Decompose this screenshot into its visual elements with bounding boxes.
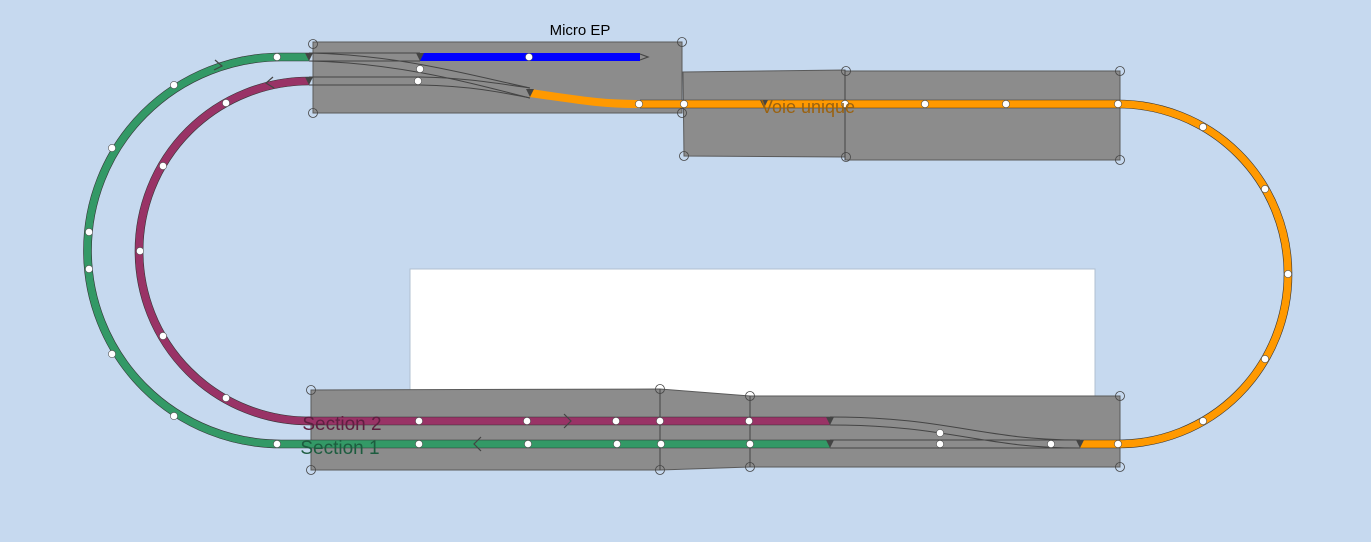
detection-point[interactable]: [136, 247, 144, 255]
blank-panel: [409, 268, 1096, 397]
detection-point[interactable]: [746, 440, 754, 448]
detection-point[interactable]: [656, 417, 664, 425]
detection-point[interactable]: [222, 99, 230, 107]
detection-point[interactable]: [523, 417, 531, 425]
resize-handle[interactable]: [745, 462, 755, 472]
detection-point[interactable]: [612, 417, 620, 425]
detection-point[interactable]: [1114, 440, 1122, 448]
detection-point[interactable]: [1114, 100, 1122, 108]
track-section-1[interactable]: [83, 53, 831, 448]
detection-point[interactable]: [680, 100, 688, 108]
resize-handle[interactable]: [1115, 391, 1125, 401]
detection-point[interactable]: [524, 440, 532, 448]
direction-arrow-icon: [639, 53, 650, 61]
detection-point[interactable]: [170, 412, 178, 420]
detection-point[interactable]: [1261, 185, 1269, 193]
detection-point[interactable]: [159, 162, 167, 170]
signal-icon: [826, 440, 834, 448]
detection-point[interactable]: [159, 332, 167, 340]
detection-point[interactable]: [1261, 355, 1269, 363]
direction-arrow-icon: [563, 413, 572, 429]
resize-handle[interactable]: [655, 465, 665, 475]
detection-point[interactable]: [85, 228, 93, 236]
resize-handle[interactable]: [677, 37, 687, 47]
track-voie-unique[interactable]: [529, 89, 1292, 448]
block-sections[interactable]: [310, 388, 1121, 471]
label-micro-ep: Micro EP: [550, 22, 611, 39]
detection-point[interactable]: [414, 77, 422, 85]
detection-point[interactable]: [613, 440, 621, 448]
resize-handle[interactable]: [677, 108, 687, 118]
label-voie-unique: Voie unique: [761, 97, 855, 117]
detection-point[interactable]: [108, 350, 116, 358]
resize-handle[interactable]: [308, 39, 318, 49]
signal-icon: [305, 53, 313, 61]
resize-handle[interactable]: [841, 66, 851, 76]
detection-point[interactable]: [635, 100, 643, 108]
signal-icon: [526, 89, 534, 97]
signal-icon: [416, 53, 424, 61]
direction-arrow-icon: [213, 59, 224, 71]
resize-handle[interactable]: [306, 385, 316, 395]
resize-handle[interactable]: [1115, 462, 1125, 472]
direction-arrow-icon: [264, 76, 275, 89]
detection-point[interactable]: [415, 417, 423, 425]
detection-point[interactable]: [841, 100, 849, 108]
detection-point[interactable]: [170, 81, 178, 89]
resize-handle[interactable]: [308, 108, 318, 118]
detection-point[interactable]: [273, 440, 281, 448]
label-section-2: Section 2: [302, 414, 381, 435]
resize-handle[interactable]: [1115, 66, 1125, 76]
detection-point[interactable]: [936, 429, 944, 437]
detection-point[interactable]: [1002, 100, 1010, 108]
detection-point[interactable]: [1199, 417, 1207, 425]
resize-handle[interactable]: [745, 391, 755, 401]
resize-handle[interactable]: [1115, 155, 1125, 165]
resize-handle[interactable]: [841, 152, 851, 162]
signal-icon: [305, 77, 313, 85]
resize-handle[interactable]: [655, 384, 665, 394]
signal-icon: [760, 100, 768, 108]
detection-point[interactable]: [525, 53, 533, 61]
block-voie-unique-b[interactable]: [844, 70, 1121, 161]
detection-point[interactable]: [416, 65, 424, 73]
resize-handle[interactable]: [679, 151, 689, 161]
detection-point[interactable]: [745, 417, 753, 425]
detection-point[interactable]: [273, 53, 281, 61]
signal-icon: [1076, 440, 1084, 448]
label-section-1: Section 1: [300, 438, 379, 459]
detection-point[interactable]: [921, 100, 929, 108]
resize-handle[interactable]: [306, 465, 316, 475]
detection-point[interactable]: [85, 265, 93, 273]
direction-arrow-icon: [473, 436, 482, 452]
detection-point[interactable]: [222, 394, 230, 402]
detection-point[interactable]: [657, 440, 665, 448]
signal-icon: [826, 417, 834, 425]
detection-point[interactable]: [1199, 123, 1207, 131]
detection-point[interactable]: [936, 440, 944, 448]
detection-point[interactable]: [1047, 440, 1055, 448]
detection-point[interactable]: [1284, 270, 1292, 278]
detection-point[interactable]: [108, 144, 116, 152]
detection-point[interactable]: [415, 440, 423, 448]
